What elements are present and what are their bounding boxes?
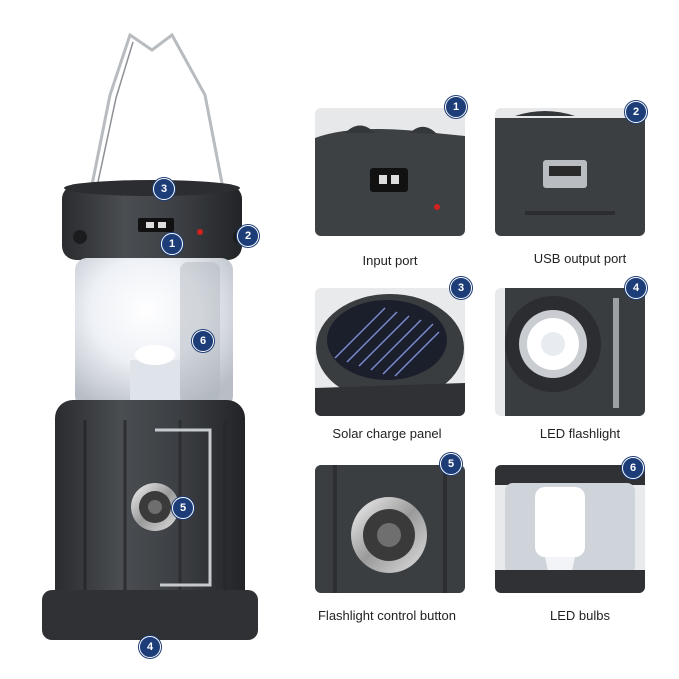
callout-badge-1-main: 1 <box>161 233 183 255</box>
callout-badge-5-main: 5 <box>172 497 194 519</box>
input-port-image <box>315 125 465 236</box>
usb-port-image <box>495 111 645 236</box>
feature-badge-2: 2 <box>625 101 647 123</box>
feature-caption-2: USB output port <box>533 251 627 266</box>
feature-badge-1: 1 <box>445 96 467 118</box>
feature-badge-5: 5 <box>440 453 462 475</box>
callout-badge-4-main: 4 <box>139 636 161 658</box>
feature-caption-4: LED flashlight <box>539 426 621 441</box>
feature-caption-5: Flashlight control button <box>317 608 457 623</box>
feature-caption-6: LED bulbs <box>550 608 610 623</box>
detail-panel-led-bulbs <box>495 465 645 593</box>
led-bulbs-image <box>495 465 645 593</box>
feature-caption-3: Solar charge panel <box>332 426 442 441</box>
detail-panel-flashlight <box>495 288 645 416</box>
detail-panel-usb-port <box>495 108 645 236</box>
control-button-image <box>315 465 465 593</box>
detail-panel-control-button <box>315 465 465 593</box>
feature-badge-6: 6 <box>622 457 644 479</box>
solar-panel-image <box>315 294 465 416</box>
control-button <box>131 483 179 531</box>
callout-badge-6-main: 6 <box>192 330 214 352</box>
callout-badge-2-main: 2 <box>237 225 259 247</box>
detail-panel-input-port <box>315 108 465 236</box>
light-diffuser <box>75 258 233 410</box>
feature-badge-4: 4 <box>625 277 647 299</box>
lantern-illustration <box>42 32 258 640</box>
feature-badge-3: 3 <box>450 277 472 299</box>
detail-panel-solar <box>315 288 465 416</box>
callout-badge-3-main: 3 <box>153 178 175 200</box>
flashlight-image <box>505 288 645 416</box>
feature-caption-1: Input port <box>362 253 418 268</box>
